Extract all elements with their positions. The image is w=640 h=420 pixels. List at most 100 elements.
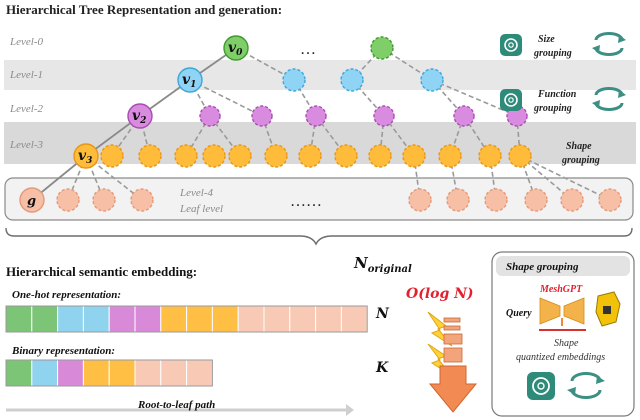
tree-node-leaf	[598, 188, 622, 212]
k-label: K	[375, 360, 389, 376]
n-label: N	[375, 306, 390, 322]
embedding-bar-outline	[5, 359, 213, 387]
encoder-icon	[539, 297, 585, 325]
n-original-label: Noriginal	[353, 254, 412, 275]
down-arrow-icon	[428, 365, 478, 413]
size-grouping-label-1: Size	[538, 34, 555, 45]
function-grouping-label-2: grouping	[533, 103, 572, 114]
level-0-label: Level-0	[9, 36, 43, 48]
ellipsis-leaf: ……	[290, 193, 322, 210]
embedding-cell	[108, 359, 136, 387]
tree-node-leaf	[484, 188, 508, 212]
leaf-level-box	[4, 177, 634, 221]
tree-node-level3	[334, 144, 358, 168]
level-3-label: Level-3	[9, 139, 43, 151]
caption-line-1: Shape	[554, 338, 579, 349]
embedding-cell	[340, 305, 368, 333]
tree-node-root	[223, 35, 249, 61]
onehot-bar	[5, 305, 368, 333]
tree-node-leaf	[92, 188, 116, 212]
tree-node-level2	[251, 105, 273, 127]
tree-node-level3	[298, 144, 322, 168]
tree-node-leaf	[446, 188, 470, 212]
binary-label: Binary representation:	[11, 345, 115, 357]
tree-node-leaf	[130, 188, 154, 212]
tree-node-level2	[453, 105, 475, 127]
path-label: Root-to-leaf path	[137, 399, 215, 411]
embedding-cell	[134, 305, 162, 333]
root-node-label: v0	[228, 40, 243, 58]
v3-node-label: v3	[78, 148, 92, 166]
shape-grouping-header	[496, 256, 630, 276]
tree-node-level1	[420, 68, 444, 92]
embedding-cell	[31, 305, 59, 333]
tree-title: Hierarchical Tree Representation and gen…	[6, 2, 282, 17]
complexity-label: O(log N)	[406, 286, 474, 302]
gold-object-icon	[595, 291, 621, 327]
embedding-cell	[82, 359, 110, 387]
embedding-cell	[186, 359, 213, 387]
function-grouping: Function grouping	[500, 87, 626, 114]
tree-node-level2	[305, 105, 327, 127]
tree-node-level3	[438, 144, 462, 168]
embedding-cell	[5, 359, 33, 387]
refresh-arrows-icon	[592, 87, 626, 111]
meshgpt-label: MeshGPT	[539, 284, 583, 295]
tree-node-level3	[100, 144, 124, 168]
level-1-band	[4, 60, 636, 90]
ellipsis-top: …	[300, 41, 316, 58]
tree-node-level3	[202, 144, 226, 168]
embedding-cell	[108, 305, 136, 333]
embedding-cell	[160, 305, 188, 333]
tree-node-level3	[478, 144, 502, 168]
embedding-cell	[82, 305, 110, 333]
tree-node-level1	[340, 68, 364, 92]
embedding-cell	[211, 305, 239, 333]
tree-node-v1	[177, 67, 203, 93]
level-2-label: Level-2	[9, 103, 43, 115]
size-grouping: Size grouping	[500, 32, 626, 59]
tree-node-level2	[373, 105, 395, 127]
shape-grouping-tag: Shape grouping	[561, 141, 600, 166]
tree-node-level3	[174, 144, 198, 168]
tree-node-leaf	[524, 188, 548, 212]
shape-grouping-label-2: grouping	[561, 155, 600, 166]
embedding-cell	[186, 305, 213, 333]
leaf-level-label: Leaf level	[179, 203, 223, 215]
leaf-node-label: g	[27, 194, 36, 209]
tree-node-leaf	[408, 188, 432, 212]
tree-node-leaf	[56, 188, 80, 212]
tree-node-level3	[138, 144, 162, 168]
embedding-cell	[134, 359, 162, 387]
tree-node-level2	[199, 105, 221, 127]
shape-grouping-panel	[491, 251, 635, 417]
tree-node-level3	[228, 144, 252, 168]
tree-node-level3	[264, 144, 288, 168]
tree-node-leaf-g	[19, 187, 45, 213]
openai-icon	[500, 34, 522, 56]
tree-node-level0	[370, 36, 394, 60]
level-0-band	[4, 30, 636, 60]
caption-line-2: quantized embeddings	[516, 352, 605, 363]
embedding-cell	[57, 305, 84, 333]
tree-node-level3	[402, 144, 426, 168]
tree-node-level3	[368, 144, 392, 168]
tree-node-v2	[127, 103, 153, 129]
tree-node-leaf	[560, 188, 584, 212]
size-grouping-label-2: grouping	[533, 48, 572, 59]
refresh-arrows-icon	[567, 372, 605, 399]
shape-grouping-label-1: Shape	[566, 141, 592, 152]
query-label: Query	[506, 308, 532, 319]
level-4-label: Level-4	[179, 187, 213, 199]
openai-icon	[527, 372, 555, 400]
function-grouping-label-1: Function	[537, 89, 577, 100]
embedding-cell	[315, 305, 342, 333]
v1-node-label: v1	[182, 72, 196, 90]
refresh-arrows-icon	[592, 32, 626, 56]
embedding-cell	[57, 359, 84, 387]
onehot-label: One-hot representation:	[12, 289, 121, 301]
embedding-cell	[237, 305, 265, 333]
compression-stack	[443, 317, 463, 363]
embedding-cell	[289, 305, 317, 333]
